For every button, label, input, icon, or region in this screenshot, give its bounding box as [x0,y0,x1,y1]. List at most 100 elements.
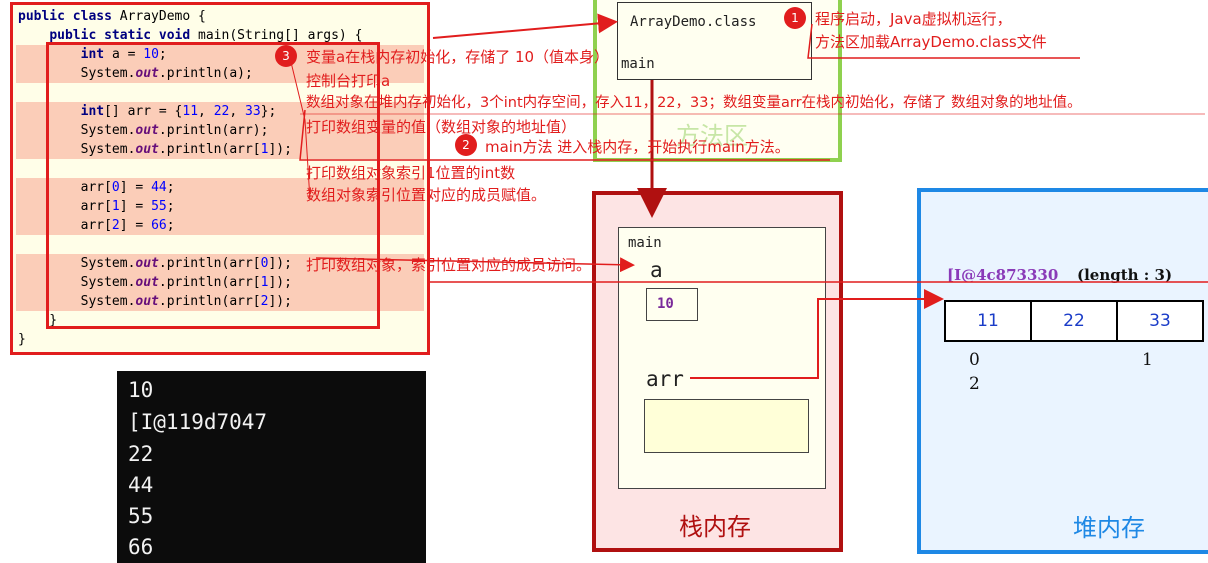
variable-arr-label: arr [646,367,684,391]
code-token: arr[ [18,180,112,195]
code-line: public static void main(String[] args) { [18,26,362,45]
variable-a-slot [646,288,698,321]
code-line: System.out.println(arr[0]); [18,254,292,273]
code-line: } [18,330,26,349]
note-assign: 数组对象索引位置对应的成员赋值。 [306,186,547,204]
array-cell: 22 [1030,300,1118,342]
step2-callout-line [299,109,830,161]
main-method-highlight-box [46,42,380,329]
console-line: 44 [128,473,154,497]
array-cell: 33 [1116,300,1204,342]
code-token: ; [166,180,175,195]
class-file-box [617,2,812,80]
code-line-highlight [16,216,424,235]
code-token: System. [18,256,136,271]
step-2-badge: 2 [455,134,477,156]
code-line-highlight [16,102,424,121]
code-token: 44 [151,180,167,195]
code-line: System.out.println(arr); [18,121,269,140]
code-token: .println(arr[ [158,142,261,157]
code-token: ]); [268,275,292,290]
code-token: out [135,294,159,309]
code-token: ArrayDemo { [119,9,206,24]
code-token: .println(arr[ [158,294,261,309]
code-token: ] = [119,218,152,233]
code-panel: public class ArrayDemo { public static v… [10,2,430,355]
heap-array-length: (length : 3) [1077,266,1173,284]
console-line: [I@119d7047 [128,410,268,434]
note-print-arr: 打印数组变量的值（数组对象的地址值） [306,118,577,136]
code-line: System.out.println(arr[1]); [18,273,292,292]
code-line-highlight [16,273,424,292]
step-1-badge: 1 [784,7,806,29]
note-print-index1: 打印数组对象索引1位置的int数 [306,164,516,182]
code-line: System.out.println(arr[1]); [18,140,292,159]
code-line-highlight [16,64,424,83]
code-token: ; [158,47,167,62]
code-line: System.out.println(arr[2]); [18,292,292,311]
code-token: 33 [245,104,261,119]
code-line-highlight [16,292,424,311]
code-token: ; [166,199,175,214]
variable-a-value: 10 [657,296,674,312]
code-token: }; [260,104,277,119]
code-token: 11 [182,104,199,119]
code-line: arr[0] = 44; [18,178,175,197]
code-line: arr[2] = 66; [18,216,175,235]
note-access: 打印数组对象，索引位置对应的成员访问。 [306,256,592,274]
code-token: public class [18,9,120,24]
code-token: arr[ [18,199,112,214]
code-line-highlight [16,197,424,216]
code-token: , [229,104,246,119]
code-token: 0 [260,256,269,271]
code-token: System. [18,275,136,290]
code-token: 1 [111,199,120,214]
arr-reference-line [690,289,944,379]
code-token: } [18,313,58,328]
code-token: } [18,332,26,347]
heap-memory [917,188,1208,554]
heap-array-address: [I@4c873330 [947,266,1059,284]
variable-arr-slot [644,399,809,453]
code-line: int a = 10; [18,45,167,64]
code-token: 10 [143,47,159,62]
method-area-label: 方法区 [676,122,748,150]
method-area-main: main [621,56,655,72]
step-1-text-line-2: 方法区加载ArrayDemo.class文件 [815,33,1047,51]
code-token: public static void [49,28,199,43]
code-token: 0 [111,180,120,195]
code-token: , [198,104,214,119]
arrow-load-class [432,13,618,39]
code-token: ] = [119,180,152,195]
console-line: 55 [128,504,154,528]
code-token: System. [18,142,136,157]
heap-memory-label: 堆内存 [1073,514,1145,542]
code-token: int [80,104,105,119]
code-line: public class ArrayDemo { [18,7,206,26]
console-line: 10 [128,378,154,402]
console-line: 66 [128,535,154,559]
step-3-badge: 3 [275,45,297,67]
code-token: [] arr = { [104,104,183,119]
code-token: System. [18,123,136,138]
code-token: .println(arr[ [158,256,261,271]
code-token: ]); [268,294,292,309]
array-index: 2 [969,374,980,394]
code-token: .println(arr); [158,123,269,138]
class-file-name: ArrayDemo.class [630,14,757,30]
arrow-print-access [315,257,635,273]
code-token: ; [166,218,175,233]
code-token: out [135,142,159,157]
step-1-text-line-1: 程序启动，Java虚拟机运行， [815,10,1012,28]
code-token: 22 [213,104,230,119]
code-token: 2 [111,218,120,233]
note-a-init: 变量a在栈内存初始化，存储了 10（值本身） [306,48,610,66]
code-token: main(String[] args) { [198,28,363,43]
step-2-text: main方法 进入栈内存，开始执行main方法。 [485,138,790,156]
code-line-highlight [16,178,424,197]
code-line: } [18,311,57,330]
code-token: 2 [260,294,269,309]
stack-memory-label: 栈内存 [679,513,751,541]
code-token: out [135,123,159,138]
